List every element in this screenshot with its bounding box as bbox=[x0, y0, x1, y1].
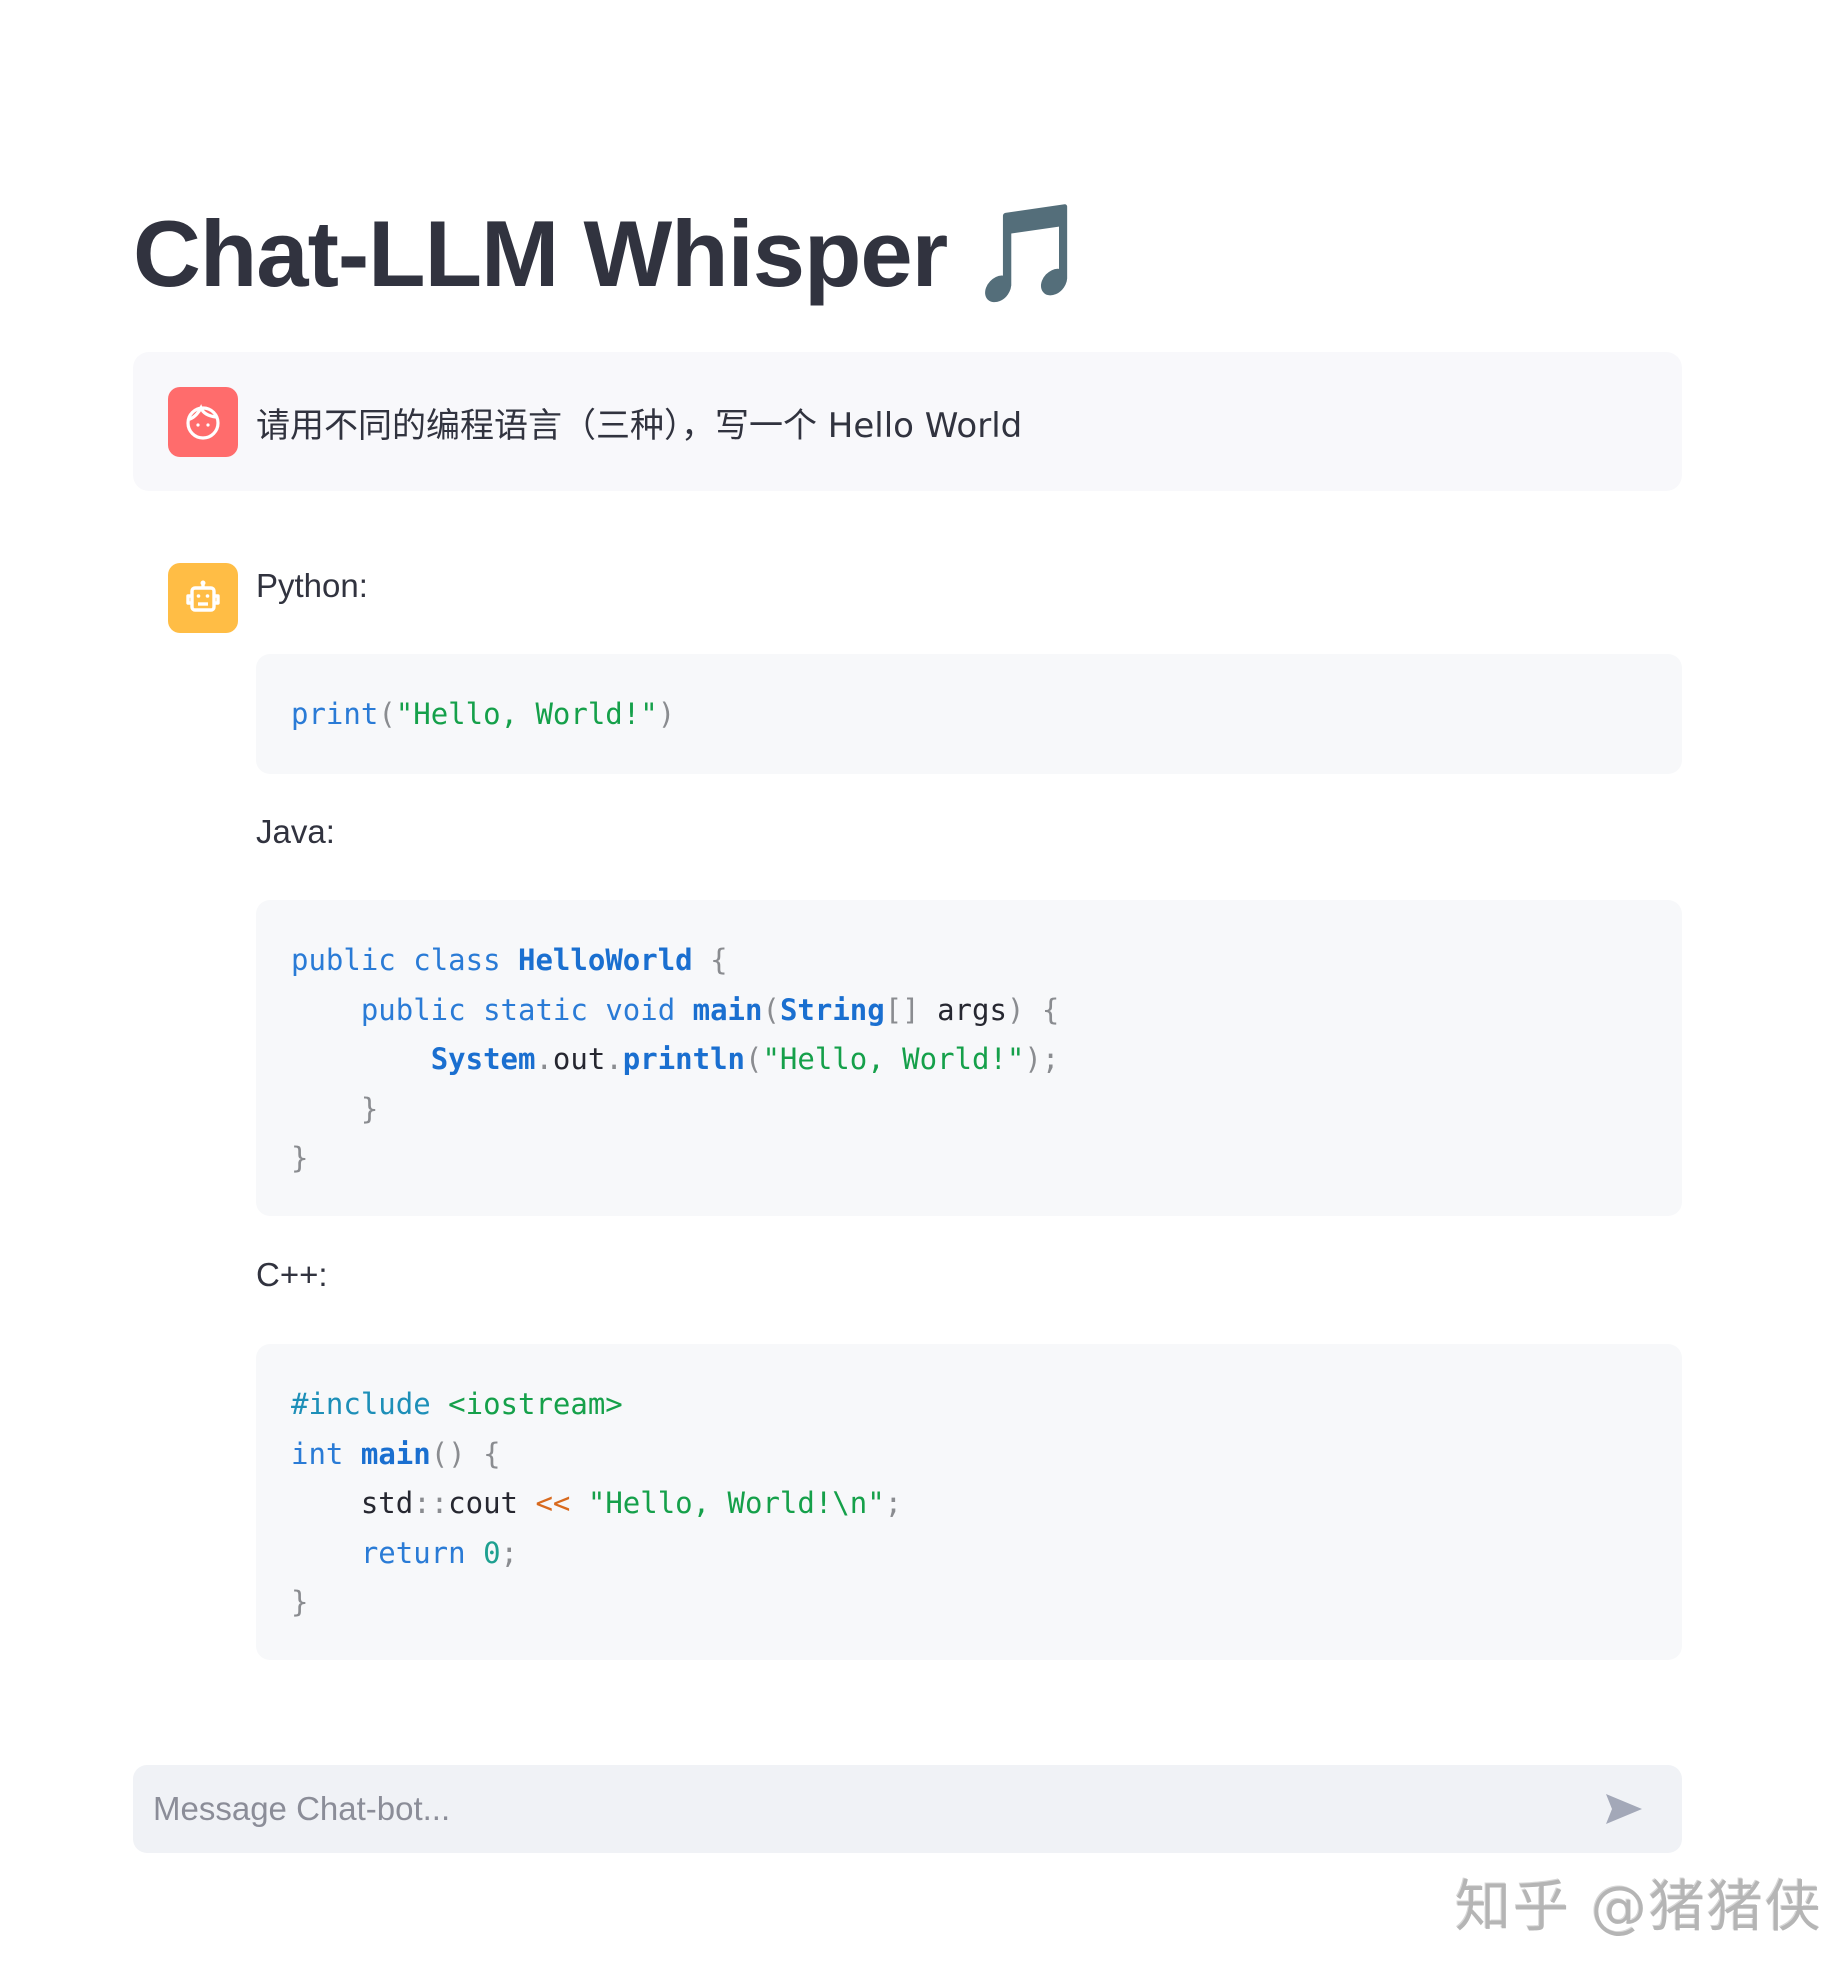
java-label: Java: bbox=[256, 813, 335, 850]
java-code-block[interactable]: public class HelloWorld { public static … bbox=[256, 900, 1682, 1216]
code-line: } bbox=[360, 1091, 379, 1126]
code-line: #include <iostream> bbox=[291, 1387, 623, 1421]
code-line: return 0; bbox=[360, 1535, 519, 1570]
code-line: std::cout << "Hello, World!\n"; bbox=[360, 1486, 903, 1520]
robot-icon bbox=[186, 580, 220, 612]
python-label: Python: bbox=[256, 567, 368, 604]
user-message-text: 请用不同的编程语言（三种），写一个 Hello World bbox=[256, 406, 1023, 446]
assistant-avatar bbox=[168, 563, 238, 633]
message-input[interactable] bbox=[153, 1765, 1593, 1853]
user-avatar bbox=[168, 387, 238, 457]
user-face-icon bbox=[186, 404, 220, 440]
page-title: Chat-LLM Whisper 🎵 bbox=[133, 200, 1089, 308]
chat-input-bar bbox=[133, 1765, 1682, 1853]
code-line: } bbox=[291, 1141, 309, 1175]
send-button[interactable] bbox=[1602, 1789, 1646, 1829]
send-arrow-icon bbox=[1606, 1794, 1642, 1824]
code-line: public class HelloWorld { bbox=[291, 943, 728, 977]
code-line: public static void main(String[] args) { bbox=[360, 992, 1060, 1027]
watermark: 知乎 @猪猪侠 bbox=[1455, 1875, 1823, 1940]
code-line: System.out.println("Hello, World!"); bbox=[430, 1042, 1060, 1076]
musical-notes-icon: 🎵 bbox=[969, 200, 1089, 307]
user-message: 请用不同的编程语言（三种），写一个 Hello World bbox=[133, 352, 1682, 491]
code-line: print("Hello, World!") bbox=[291, 697, 676, 731]
code-line: } bbox=[291, 1585, 309, 1619]
cpp-code-block[interactable]: #include <iostream> int main() { std::co… bbox=[256, 1344, 1682, 1660]
page-title-text: Chat-LLM Whisper bbox=[133, 201, 948, 306]
python-code-block[interactable]: print("Hello, World!") bbox=[256, 654, 1682, 774]
code-line: int main() { bbox=[291, 1436, 501, 1471]
cpp-label: C++: bbox=[256, 1256, 328, 1293]
